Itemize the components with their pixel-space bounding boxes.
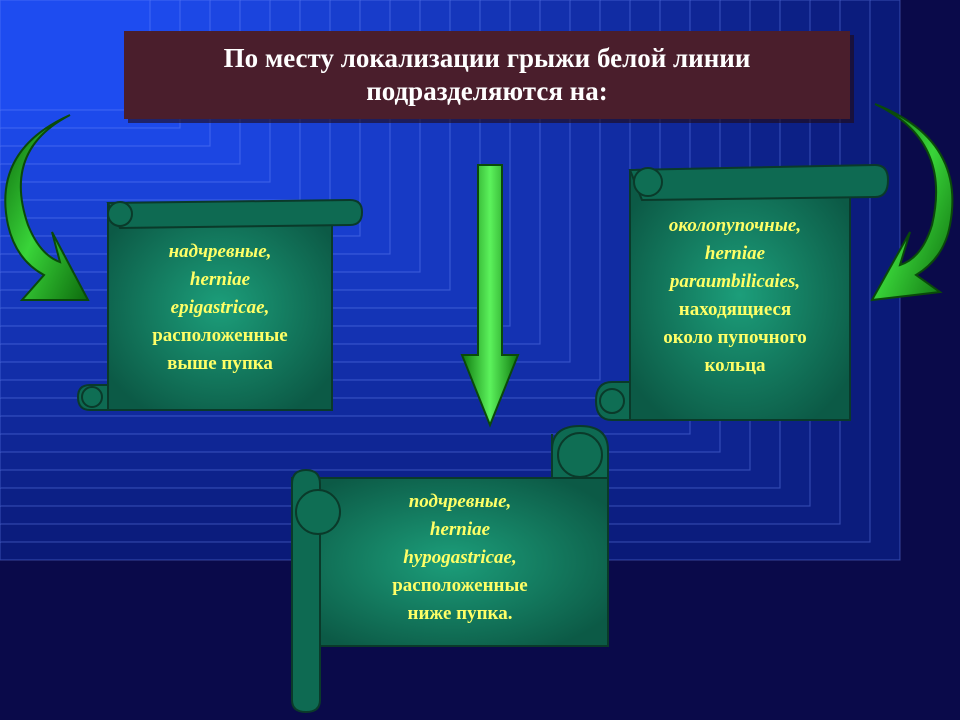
scroll-bottom-line-5: ниже пупка.	[407, 603, 513, 624]
scroll-left-text: надчревные, herniae epigastricae, распол…	[110, 238, 330, 378]
scroll-right-line-3: paraumbilicaies,	[669, 271, 801, 292]
scroll-bottom-line-1: подчревные,	[408, 491, 512, 512]
scroll-bottom	[291, 424, 609, 714]
scroll-left-line-1: надчревные,	[168, 241, 272, 262]
scroll-bottom-line-2: herniae	[429, 519, 491, 540]
scroll-right-line-4: находящиеся	[678, 299, 792, 320]
scroll-left-line-3: epigastricae,	[170, 297, 270, 318]
scroll-right	[594, 163, 890, 421]
scroll-right-line-2: herniae	[704, 243, 766, 264]
scroll-left-line-5: выше пупка	[167, 353, 273, 374]
scroll-right-line-1: околопупочные,	[668, 215, 802, 236]
title-line-2: подразделяются на:	[366, 76, 608, 106]
scroll-bottom-line-3: hypogastricae,	[403, 547, 517, 568]
scroll-bottom-text: подчревные, herniae hypogastricae, распо…	[340, 488, 580, 628]
scroll-bottom-line-4: расположенные	[392, 575, 528, 596]
title-line-1: По месту локализации грыжи белой линии	[223, 43, 751, 73]
scroll-right-text: околопупочные, herniae paraumbilicaies, …	[630, 212, 840, 380]
scroll-right-line-6: кольца	[704, 355, 766, 376]
scroll-left-line-4: расположенные	[152, 325, 288, 346]
title-box: По месту локализации грыжи белой линии п…	[124, 31, 850, 119]
scroll-right-line-5: около пупочного	[663, 327, 807, 348]
curved-arrow-left-icon	[4, 114, 90, 301]
scroll-left-line-2: herniae	[189, 269, 251, 290]
curved-arrow-right-icon	[870, 103, 954, 302]
scroll-left	[76, 198, 364, 411]
down-arrow-icon	[460, 164, 520, 428]
page-title: По месту локализации грыжи белой линии п…	[224, 42, 751, 108]
